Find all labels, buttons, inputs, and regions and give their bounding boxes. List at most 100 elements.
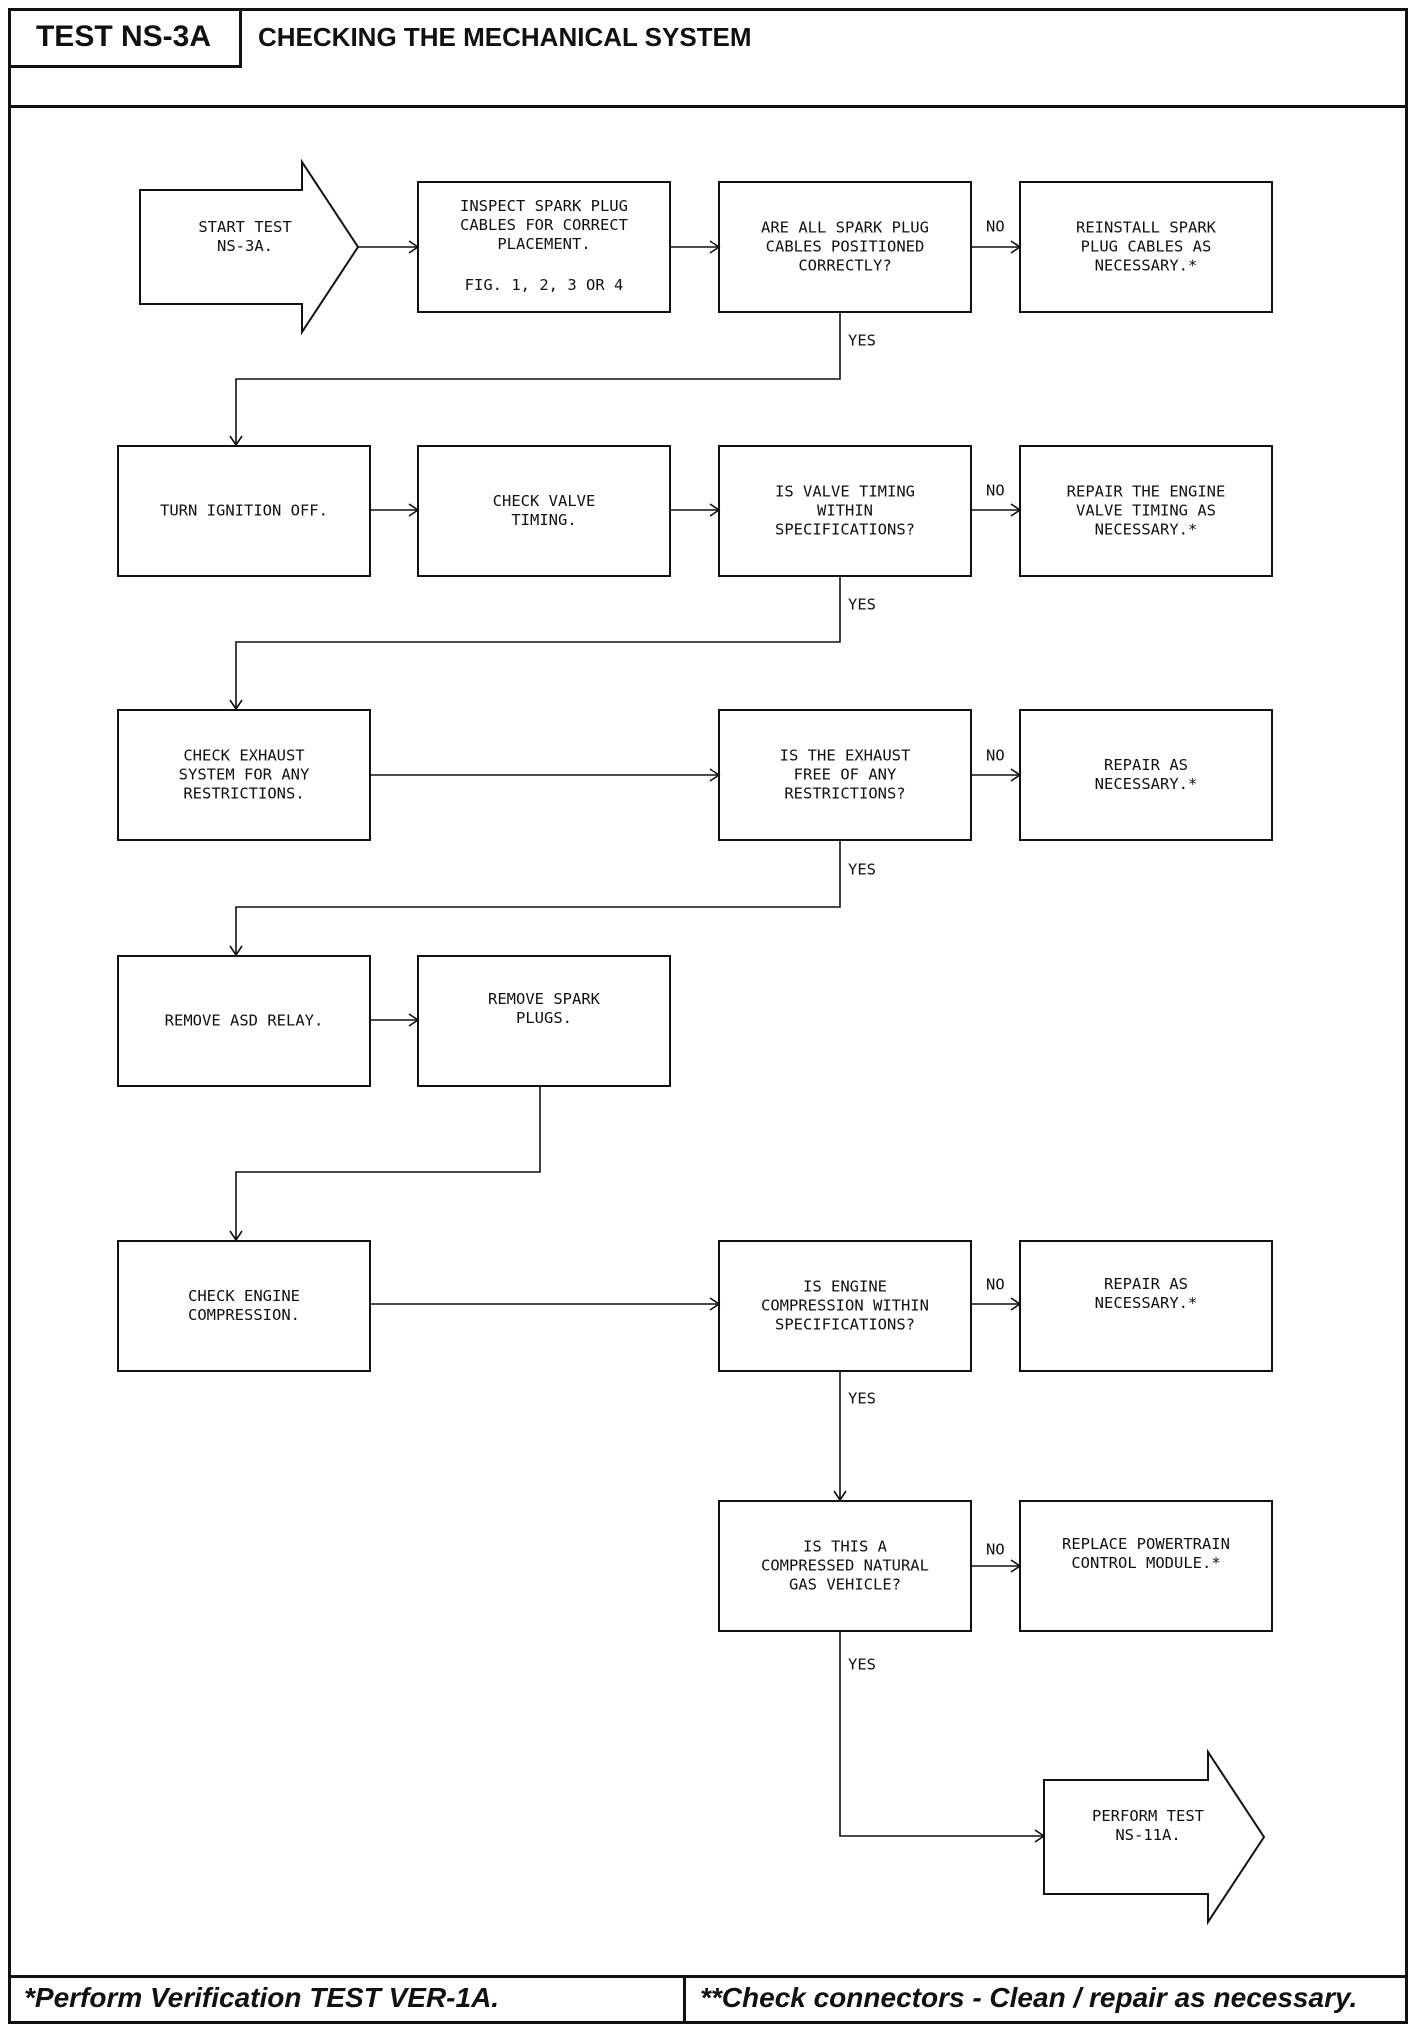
yes-label: YES bbox=[848, 332, 876, 350]
no-label: NO bbox=[986, 1541, 1005, 1559]
replace-pcm-text: REPLACE POWERTRAIN bbox=[1062, 1535, 1230, 1553]
check-compression-text: COMPRESSION. bbox=[188, 1306, 300, 1324]
remove-plugs-box bbox=[417, 955, 671, 1087]
no-label: NO bbox=[986, 218, 1005, 236]
repair-exhaust-box bbox=[1019, 709, 1273, 841]
remove-plugs-text: PLUGS. bbox=[516, 1009, 572, 1027]
flow-arrowhead bbox=[408, 503, 420, 517]
flow-edge bbox=[235, 1086, 541, 1240]
flow-arrowhead bbox=[408, 1013, 420, 1027]
remove-plugs-text: REMOVE SPARK bbox=[488, 990, 601, 1008]
inspect-cables-text: PLACEMENT. bbox=[497, 235, 590, 253]
q-compression-text: SPECIFICATIONS? bbox=[775, 1316, 915, 1334]
yes-label: YES bbox=[848, 596, 876, 614]
check-timing-box bbox=[417, 445, 671, 577]
q-cng-box bbox=[718, 1500, 972, 1632]
repair-timing-text: NECESSARY.* bbox=[1095, 521, 1198, 539]
flow-edge bbox=[839, 1631, 1044, 1837]
q-cng-text: GAS VEHICLE? bbox=[789, 1576, 901, 1594]
repair-compression-box bbox=[1019, 1240, 1273, 1372]
remove-asd-text: REMOVE ASD RELAY. bbox=[165, 1012, 324, 1030]
footer-connector-note: **Check connectors - Clean / repair as n… bbox=[700, 1982, 1358, 2013]
flow-arrowhead bbox=[709, 240, 721, 254]
flow-arrowhead bbox=[1034, 1829, 1046, 1843]
reinstall-cables-text: NECESSARY.* bbox=[1095, 257, 1198, 275]
flow-arrowhead bbox=[709, 768, 721, 782]
reinstall-cables-text: REINSTALL SPARK bbox=[1076, 219, 1217, 237]
flow-arrowhead bbox=[1010, 1559, 1022, 1573]
q-cng-text: COMPRESSED NATURAL bbox=[761, 1557, 929, 1575]
perform-next-text: PERFORM TEST bbox=[1092, 1807, 1204, 1825]
repair-exhaust-text: REPAIR AS bbox=[1104, 756, 1188, 774]
q-cng-text: IS THIS A bbox=[803, 1538, 888, 1556]
flow-edge bbox=[235, 312, 841, 445]
ignition-off-box bbox=[117, 445, 371, 577]
repair-timing-text: REPAIR THE ENGINE bbox=[1067, 483, 1226, 501]
replace-pcm-box bbox=[1019, 1500, 1273, 1632]
inspect-cables-text: FIG. 1, 2, 3 OR 4 bbox=[465, 276, 624, 294]
test-id: TEST NS-3A bbox=[8, 8, 242, 68]
check-timing-text: TIMING. bbox=[511, 511, 576, 529]
yes-label: YES bbox=[848, 1656, 876, 1674]
q-cables-text: CORRECTLY? bbox=[798, 257, 891, 275]
q-timing-box bbox=[718, 445, 972, 577]
no-label: NO bbox=[986, 482, 1005, 500]
q-cables-box bbox=[718, 181, 972, 313]
no-label: NO bbox=[986, 1276, 1005, 1294]
header-divider bbox=[8, 105, 1408, 108]
repair-compression-text: REPAIR AS bbox=[1104, 1275, 1188, 1293]
check-timing-text: CHECK VALVE bbox=[493, 492, 596, 510]
inspect-cables-box bbox=[417, 181, 671, 313]
footer-verification-note: *Perform Verification TEST VER-1A. bbox=[24, 1982, 500, 2013]
reinstall-cables-text: PLUG CABLES AS bbox=[1081, 238, 1212, 256]
page-title: CHECKING THE MECHANICAL SYSTEM bbox=[258, 22, 752, 52]
repair-timing-text: VALVE TIMING AS bbox=[1076, 502, 1216, 520]
inspect-cables-text: CABLES FOR CORRECT bbox=[460, 216, 628, 234]
check-exhaust-text: CHECK EXHAUST bbox=[183, 747, 304, 765]
check-exhaust-text: SYSTEM FOR ANY bbox=[179, 766, 310, 784]
flow-arrowhead bbox=[1010, 503, 1022, 517]
inspect-cables-text: INSPECT SPARK PLUG bbox=[460, 197, 628, 215]
yes-label: YES bbox=[848, 861, 876, 879]
perform-next-arrow bbox=[1043, 1748, 1266, 1926]
no-label: NO bbox=[986, 747, 1005, 765]
q-compression-text: COMPRESSION WITHIN bbox=[761, 1297, 929, 1315]
check-exhaust-box bbox=[117, 709, 371, 841]
remove-asd-box bbox=[117, 955, 371, 1087]
flow-edge bbox=[235, 576, 841, 709]
q-exhaust-text: FREE OF ANY bbox=[794, 766, 897, 784]
flow-arrowhead bbox=[1010, 768, 1022, 782]
q-timing-text: WITHIN bbox=[817, 502, 873, 520]
repair-exhaust-text: NECESSARY.* bbox=[1095, 775, 1198, 793]
page-frame bbox=[8, 8, 1408, 2024]
footer-divider bbox=[8, 1975, 1408, 1978]
flow-arrowhead bbox=[709, 503, 721, 517]
footer-separator bbox=[683, 1975, 686, 2024]
q-timing-text: IS VALVE TIMING bbox=[775, 483, 915, 501]
start-arrow bbox=[139, 158, 360, 336]
q-exhaust-text: IS THE EXHAUST bbox=[780, 747, 911, 765]
q-exhaust-box bbox=[718, 709, 972, 841]
check-exhaust-text: RESTRICTIONS. bbox=[183, 785, 304, 803]
start-text: NS-3A. bbox=[217, 237, 273, 255]
yes-label: YES bbox=[848, 1390, 876, 1408]
flow-arrowhead bbox=[1010, 240, 1022, 254]
flow-arrowhead bbox=[1010, 1297, 1022, 1311]
flow-arrowhead bbox=[709, 1297, 721, 1311]
check-compression-text: CHECK ENGINE bbox=[188, 1287, 300, 1305]
repair-timing-box bbox=[1019, 445, 1273, 577]
q-timing-text: SPECIFICATIONS? bbox=[775, 521, 915, 539]
start-text: START TEST bbox=[198, 218, 291, 236]
check-compression-box bbox=[117, 1240, 371, 1372]
flow-arrowhead bbox=[408, 240, 420, 254]
reinstall-cables-box bbox=[1019, 181, 1273, 313]
q-compression-box bbox=[718, 1240, 972, 1372]
q-compression-text: IS ENGINE bbox=[803, 1278, 887, 1296]
perform-next-text: NS-11A. bbox=[1115, 1826, 1180, 1844]
q-cables-text: CABLES POSITIONED bbox=[766, 238, 925, 256]
repair-compression-text: NECESSARY.* bbox=[1095, 1294, 1198, 1312]
q-exhaust-text: RESTRICTIONS? bbox=[784, 785, 905, 803]
ignition-off-text: TURN IGNITION OFF. bbox=[160, 502, 328, 520]
replace-pcm-text: CONTROL MODULE.* bbox=[1071, 1554, 1220, 1572]
